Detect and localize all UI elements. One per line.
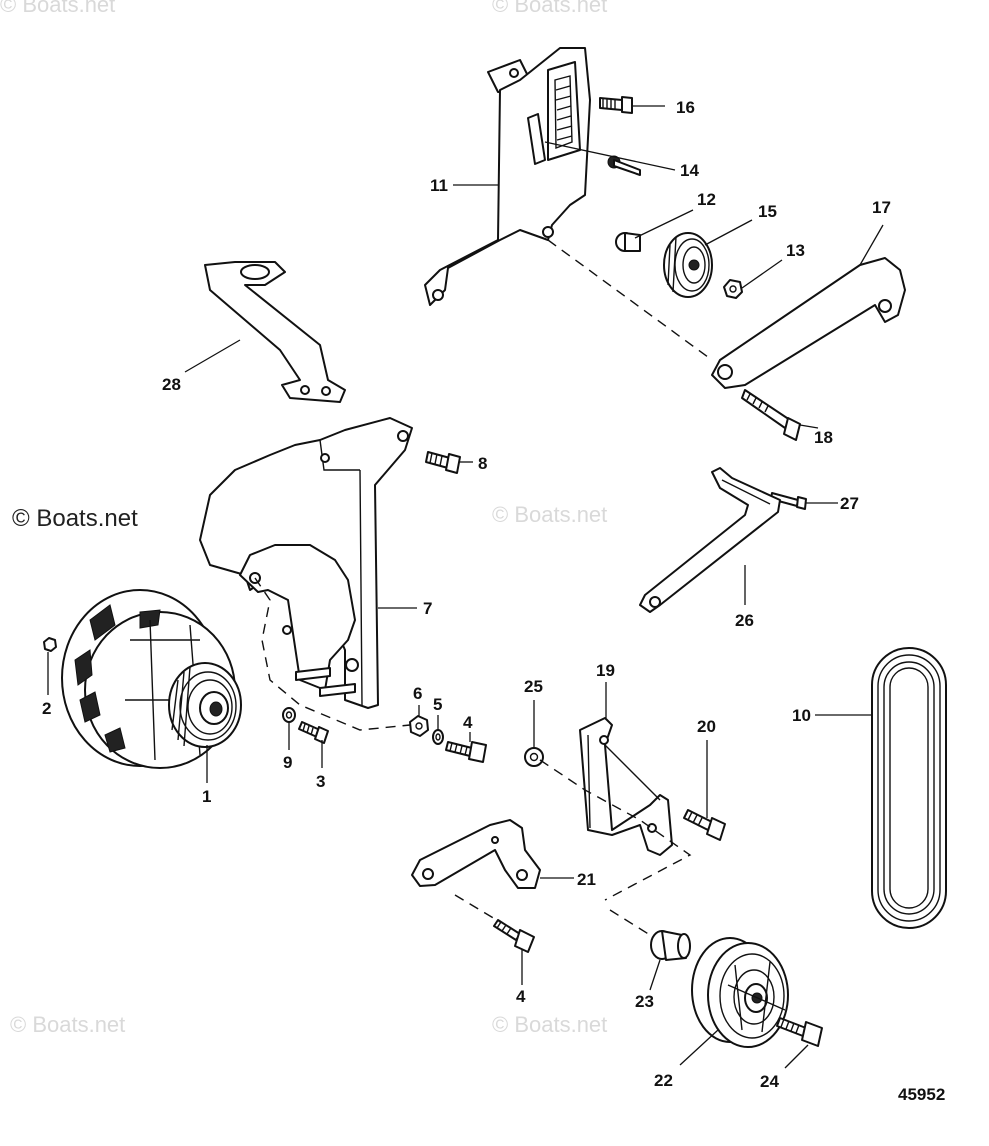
part-19-bracket[interactable] bbox=[579, 717, 673, 856]
callout-14: 14 bbox=[680, 161, 699, 180]
callout-20: 20 bbox=[697, 717, 716, 736]
part-11-adjusting-bracket[interactable] bbox=[424, 47, 591, 306]
callout-28: 28 bbox=[162, 375, 181, 394]
callout-18: 18 bbox=[814, 428, 833, 447]
callout-4: 4 bbox=[463, 713, 473, 732]
watermark-group: © Boats.net © Boats.net © Boats.net © Bo… bbox=[0, 0, 607, 1037]
part-18-bolt[interactable] bbox=[741, 389, 801, 441]
callout-labels: 11 16 14 12 15 13 17 18 28 8 27 26 10 7 … bbox=[42, 98, 945, 1104]
part-25-washer[interactable] bbox=[524, 747, 544, 767]
callout-19: 19 bbox=[596, 661, 615, 680]
callout-12: 12 bbox=[697, 190, 716, 209]
callout-5: 5 bbox=[433, 695, 442, 714]
callout-27: 27 bbox=[840, 494, 859, 513]
part-6-nut[interactable] bbox=[409, 715, 429, 737]
callout-2: 2 bbox=[42, 699, 51, 718]
callout-15: 15 bbox=[758, 202, 777, 221]
callout-21: 21 bbox=[577, 870, 596, 889]
watermark: © Boats.net bbox=[10, 1012, 125, 1037]
part-12-spacer[interactable] bbox=[615, 232, 641, 252]
watermark: © Boats.net bbox=[492, 502, 607, 527]
callout-4: 4 bbox=[516, 987, 526, 1006]
callout-11: 11 bbox=[430, 176, 448, 195]
part-10-belt[interactable] bbox=[871, 647, 947, 929]
watermark: © Boats.net bbox=[0, 0, 115, 17]
part-2-nut[interactable] bbox=[43, 637, 57, 652]
assembly-lines bbox=[254, 239, 713, 936]
callout-10: 10 bbox=[792, 706, 811, 725]
part-23-spacer[interactable] bbox=[650, 930, 691, 961]
part-4-bolt[interactable] bbox=[445, 741, 487, 763]
callout-24: 24 bbox=[760, 1072, 779, 1091]
part-13-nut[interactable] bbox=[723, 279, 743, 299]
part-24-bolt[interactable] bbox=[776, 1017, 823, 1047]
watermark: © Boats.net bbox=[492, 1012, 607, 1037]
diagram-number: 45952 bbox=[898, 1085, 945, 1104]
part-5-washer[interactable] bbox=[432, 729, 444, 745]
callout-9: 9 bbox=[283, 753, 292, 772]
part-1-alternator[interactable] bbox=[61, 589, 242, 769]
watermark: © Boats.net bbox=[492, 0, 607, 17]
callout-8: 8 bbox=[478, 454, 487, 473]
part-9-washer[interactable] bbox=[282, 707, 296, 723]
leader-lines bbox=[47, 105, 884, 1069]
part-16-bolt[interactable] bbox=[599, 96, 633, 114]
callout-17: 17 bbox=[872, 198, 891, 217]
callout-22: 22 bbox=[654, 1071, 673, 1090]
callout-13: 13 bbox=[786, 241, 805, 260]
part-28-bracket[interactable] bbox=[204, 261, 346, 403]
part-15-idler-pulley[interactable] bbox=[663, 232, 713, 298]
callout-1: 1 bbox=[202, 787, 211, 806]
callout-3: 3 bbox=[316, 772, 325, 791]
part-22-idler-pulley[interactable] bbox=[691, 937, 789, 1048]
part-8-bolt[interactable] bbox=[425, 451, 461, 474]
part-26-rod-bracket[interactable] bbox=[639, 467, 781, 613]
part-21-bracket[interactable] bbox=[411, 819, 541, 889]
callout-7: 7 bbox=[423, 599, 432, 618]
watermark-main: © Boats.net bbox=[12, 505, 138, 532]
callout-25: 25 bbox=[524, 677, 543, 696]
part-14-stud[interactable] bbox=[607, 155, 641, 176]
part-4-bolt[interactable] bbox=[493, 919, 535, 953]
part-3-bolt[interactable] bbox=[298, 721, 329, 744]
callout-26: 26 bbox=[735, 611, 754, 630]
callout-6: 6 bbox=[413, 684, 422, 703]
part-7-alternator-bracket[interactable] bbox=[199, 417, 413, 709]
part-20-bolt[interactable] bbox=[683, 809, 726, 841]
callout-16: 16 bbox=[676, 98, 695, 117]
callout-23: 23 bbox=[635, 992, 654, 1011]
part-17-arm[interactable] bbox=[711, 257, 906, 389]
